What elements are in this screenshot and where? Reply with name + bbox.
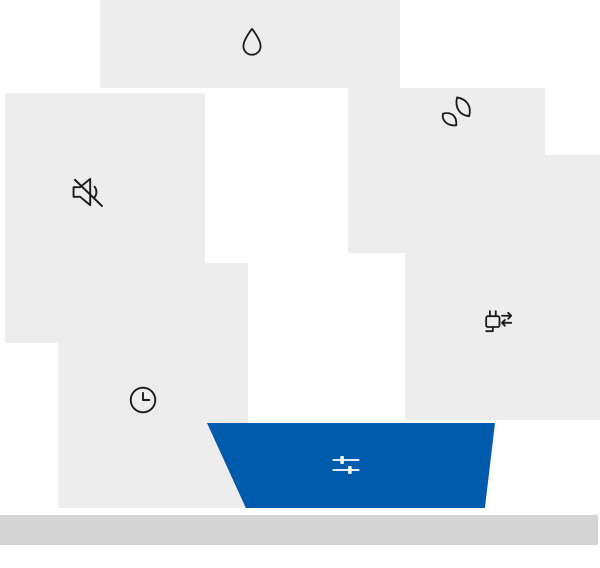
speaker-muted-icon <box>67 171 109 213</box>
clock-icon <box>124 381 162 419</box>
connector-swap-icon <box>477 302 517 342</box>
tile-connectivity[interactable] <box>405 155 600 420</box>
water-drop-icon <box>234 24 270 60</box>
tile-settings[interactable] <box>207 423 495 508</box>
bottom-bar <box>0 515 598 545</box>
eco-leaves-icon <box>435 92 475 132</box>
sliders-icon <box>329 448 363 482</box>
tile-delay-timer[interactable] <box>58 263 248 508</box>
tile-water[interactable] <box>100 0 400 88</box>
